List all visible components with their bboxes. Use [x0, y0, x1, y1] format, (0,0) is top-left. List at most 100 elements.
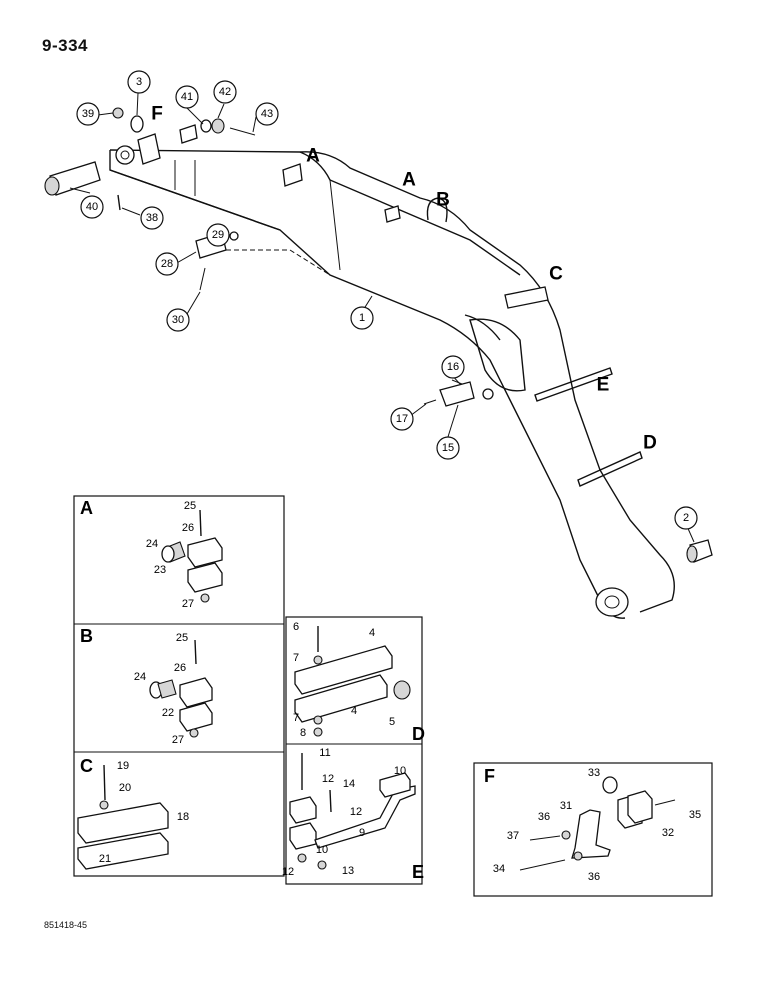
- leader-lines: [69, 92, 695, 543]
- svg-text:42: 42: [219, 86, 231, 98]
- svg-text:28: 28: [161, 258, 173, 270]
- callout-43: 43: [255, 102, 279, 126]
- bracket-a-2: [384, 205, 401, 223]
- panel-c-label-21: 21: [99, 853, 111, 865]
- panel-e-label-13: 13: [342, 865, 354, 877]
- panel-a-drawing: [161, 509, 223, 603]
- panel-de-frame: [285, 616, 423, 885]
- svg-text:15: 15: [442, 442, 454, 454]
- panel-d-label-4: 4: [351, 705, 357, 717]
- panel-c-label-20: 20: [119, 782, 131, 794]
- svg-text:17: 17: [396, 413, 408, 425]
- panel-c-label-19: 19: [117, 760, 129, 772]
- panel-e-label-10: 10: [394, 765, 406, 777]
- svg-text:43: 43: [261, 108, 273, 120]
- panel-c-label-18: 18: [177, 811, 189, 823]
- panel-a-label-27: 27: [182, 598, 194, 610]
- part-29: [229, 231, 239, 241]
- panel-d-label-7: 7: [293, 652, 299, 664]
- boom-drawing: [44, 107, 713, 619]
- callout-15: 15: [436, 436, 460, 460]
- page-number: 9-334: [42, 36, 88, 55]
- panel-e-letter: E: [412, 862, 424, 882]
- panel-f-label-35: 35: [689, 809, 701, 821]
- document-code: 851418-45: [44, 920, 88, 930]
- callout-39: 39: [76, 102, 100, 126]
- panel-f-label-34: 34: [493, 863, 505, 875]
- callout-38: 38: [140, 206, 164, 230]
- panel-c-drawing: [77, 764, 169, 870]
- svg-text:38: 38: [146, 212, 158, 224]
- svg-text:3: 3: [136, 76, 142, 88]
- nut-39: [112, 107, 124, 119]
- washer-3: [130, 115, 144, 133]
- panel-b-label-26: 26: [174, 662, 186, 674]
- callout-41: 41: [175, 85, 199, 109]
- bracket-d: [577, 451, 643, 487]
- nut-42: [211, 118, 225, 134]
- panel-a-label-24: 24: [146, 538, 158, 550]
- bracket-e: [534, 367, 613, 402]
- view-letter-f: F: [151, 104, 163, 125]
- view-letter-b: B: [436, 190, 450, 211]
- panel-e-label-14: 14: [343, 778, 355, 790]
- bracket-f: [137, 133, 161, 165]
- view-letter-c: C: [549, 264, 563, 285]
- panel-d-drawing: [294, 626, 411, 737]
- lifting-eye: [426, 197, 448, 223]
- panel-f-label-36: 36: [538, 811, 550, 823]
- panel-b-letter: B: [80, 626, 93, 646]
- panel-b-label-25: 25: [176, 632, 188, 644]
- panel-a-label-26: 26: [182, 522, 194, 534]
- panel-f-letter: F: [484, 766, 495, 786]
- panel-f-label-32: 32: [662, 827, 674, 839]
- panel-f-label-36: 36: [588, 871, 600, 883]
- callout-40: 40: [80, 195, 104, 219]
- callout-29: 29: [206, 223, 230, 247]
- svg-text:2: 2: [683, 512, 689, 524]
- panel-e-drawing: [289, 753, 416, 870]
- panel-d-label-8: 8: [300, 727, 306, 739]
- pin-15: [439, 381, 475, 407]
- panel-d-letter: D: [412, 724, 425, 744]
- svg-text:41: 41: [181, 91, 193, 103]
- bracket-c: [504, 286, 549, 309]
- svg-text:29: 29: [212, 229, 224, 241]
- callout-3: 3: [127, 70, 151, 94]
- panel-b-drawing: [149, 639, 213, 738]
- panel-a-label-25: 25: [184, 500, 196, 512]
- panel-abc-frame: [73, 495, 285, 877]
- panel-d-label-5: 5: [389, 716, 395, 728]
- bolt-43: [229, 127, 256, 136]
- panel-e-label-12: 12: [282, 866, 294, 878]
- view-letter-d: D: [643, 433, 657, 454]
- callout-2: 2: [674, 506, 698, 530]
- panel-d-label-7: 7: [293, 712, 299, 724]
- bolt-38: [117, 194, 121, 211]
- bracket-a-1: [282, 163, 303, 187]
- panel-f-frame: [473, 762, 713, 897]
- main-callouts: 1 2 3 15 16 17 28 29 30 38 39 40 41 42 43: [76, 70, 698, 530]
- panel-b-label-24: 24: [134, 671, 146, 683]
- panel-b-label-27: 27: [172, 734, 184, 746]
- panel-e-label-12: 12: [322, 773, 334, 785]
- svg-text:1: 1: [359, 312, 365, 324]
- callout-28: 28: [155, 252, 179, 276]
- view-letter-a: A: [306, 146, 320, 167]
- svg-text:40: 40: [86, 201, 98, 213]
- panel-e-label-11: 11: [319, 747, 330, 759]
- panel-d-label-6: 6: [293, 621, 299, 633]
- svg-text:39: 39: [82, 108, 94, 120]
- panel-d-label-4: 4: [369, 627, 375, 639]
- callout-30: 30: [166, 308, 190, 332]
- callout-1: 1: [350, 306, 374, 330]
- boom-foot-pin-boss: [595, 587, 629, 617]
- panel-e-label-10: 10: [316, 844, 328, 856]
- view-letter-e: E: [597, 375, 610, 396]
- panel-c-letter: C: [80, 756, 93, 776]
- panel-f-label-31: 31: [560, 800, 572, 812]
- svg-text:16: 16: [447, 361, 459, 373]
